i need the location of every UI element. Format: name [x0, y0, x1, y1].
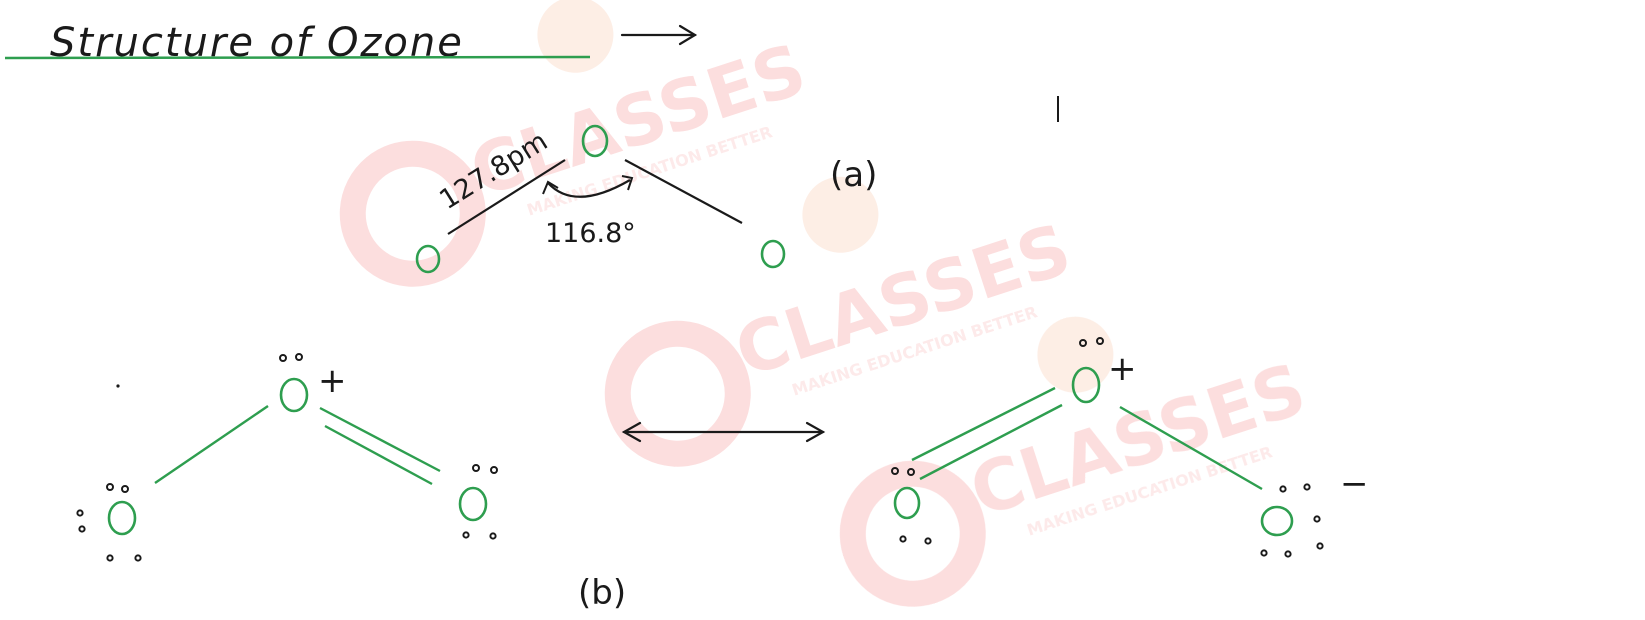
atom-b2-right: [1260, 505, 1294, 537]
structure-b-label: (b): [578, 573, 626, 613]
atom-b1-left: [107, 500, 137, 536]
title-underline: [4, 55, 591, 60]
double-bond-1: [319, 406, 441, 473]
angle-arrowhead-right: [621, 175, 634, 191]
atom-b1-right: [458, 486, 488, 522]
single-bond: [154, 405, 269, 484]
watermark-logo-ring: [604, 320, 751, 467]
bond-right: [624, 159, 743, 224]
atom-b2-center: [1071, 366, 1101, 404]
double-bond-2: [919, 403, 1063, 481]
minus-charge: −: [1340, 464, 1369, 504]
double-bond-2: [324, 424, 433, 486]
watermark-logo-ring: [839, 460, 986, 607]
angle-arrowhead-left: [542, 180, 559, 195]
atom-a-center: [581, 124, 609, 158]
watermark-group: CLASSES MAKING EDUCATION BETTER CLASSES …: [339, 0, 1315, 607]
bond-angle-label: 116.8°: [545, 218, 636, 249]
bond-left: [447, 159, 566, 235]
atom-a-left: [415, 244, 441, 274]
page-title: Structure of Ozone: [50, 20, 464, 66]
watermark-logo-ring: [339, 140, 486, 287]
watermark-head-icon: [537, 0, 614, 73]
stray-dot: [116, 384, 120, 388]
watermark-brand: CLASSES: [961, 348, 1315, 533]
right-arrow-icon: [620, 24, 698, 46]
plus-charge: +: [318, 361, 347, 401]
structure-b-right: + −: [891, 337, 1369, 558]
atom-b1-center: [279, 377, 309, 413]
atom-a-right: [760, 239, 786, 269]
single-bond: [1119, 405, 1263, 491]
double-bond-1: [911, 386, 1056, 462]
structure-b-left: +: [76, 353, 498, 562]
resonance-arrow-icon: [621, 421, 826, 443]
watermark-brand: CLASSES: [461, 28, 815, 213]
atom-b2-left: [893, 486, 921, 520]
watermark-brand: CLASSES: [726, 208, 1080, 393]
structure-a-label: (a): [830, 155, 877, 195]
lone-pairs-b1: [76, 353, 498, 562]
bond-angle-arc: [547, 179, 631, 198]
lone-pairs-b2: [891, 337, 1324, 558]
plus-charge: +: [1108, 349, 1137, 389]
watermark-head-icon: [802, 176, 879, 253]
